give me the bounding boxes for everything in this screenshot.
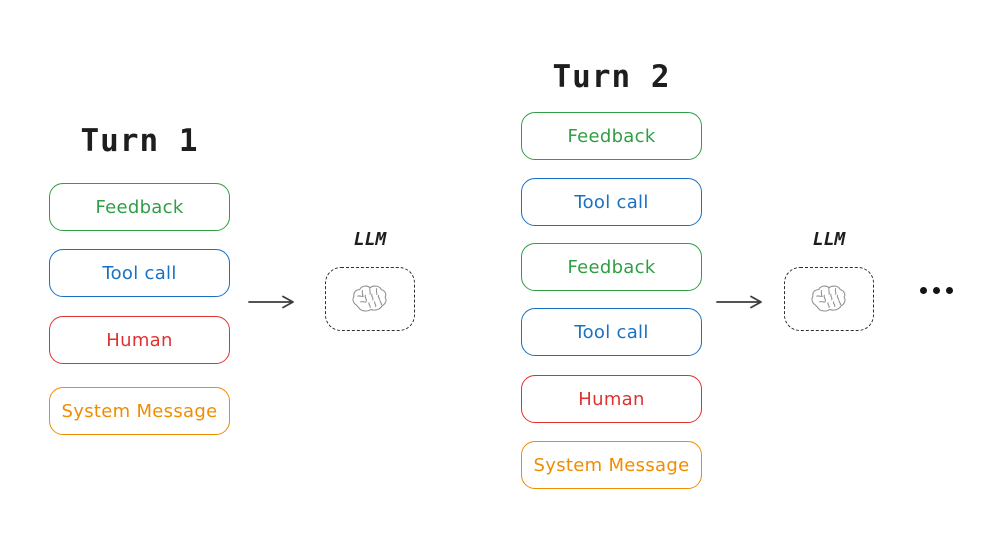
ellipsis-dots-icon — [920, 287, 953, 294]
message-box-feedback: Feedback — [521, 243, 702, 291]
message-label: Tool call — [574, 191, 649, 213]
message-label: Feedback — [567, 256, 656, 278]
arrow-right-icon — [248, 295, 294, 309]
dot — [920, 287, 927, 294]
message-box-human: Human — [521, 375, 702, 423]
message-box-tool-call: Tool call — [49, 249, 230, 297]
message-box-feedback: Feedback — [49, 183, 230, 231]
llm-box — [325, 267, 415, 331]
dot — [946, 287, 953, 294]
message-label: System Message — [533, 454, 690, 476]
message-box-human: Human — [49, 316, 230, 364]
brain-icon — [811, 285, 846, 312]
message-label: System Message — [61, 400, 218, 422]
message-box-feedback: Feedback — [521, 112, 702, 160]
message-box-system-message: System Message — [49, 387, 230, 435]
llm-label: LLM — [812, 229, 846, 250]
message-box-tool-call: Tool call — [521, 178, 702, 226]
message-box-system-message: System Message — [521, 441, 702, 489]
message-box-tool-call: Tool call — [521, 308, 702, 356]
brain-icon — [352, 285, 387, 312]
llm-box — [784, 267, 874, 331]
arrow-right-icon — [716, 295, 762, 309]
message-label: Tool call — [102, 262, 177, 284]
message-label: Feedback — [567, 125, 656, 147]
message-label: Human — [578, 388, 645, 410]
message-label: Tool call — [574, 321, 649, 343]
message-label: Human — [106, 329, 173, 351]
dot — [933, 287, 940, 294]
turn-1-title: Turn 1 — [80, 123, 199, 159]
llm-label: LLM — [353, 229, 387, 250]
message-label: Feedback — [95, 196, 184, 218]
turn-2-title: Turn 2 — [552, 59, 671, 95]
